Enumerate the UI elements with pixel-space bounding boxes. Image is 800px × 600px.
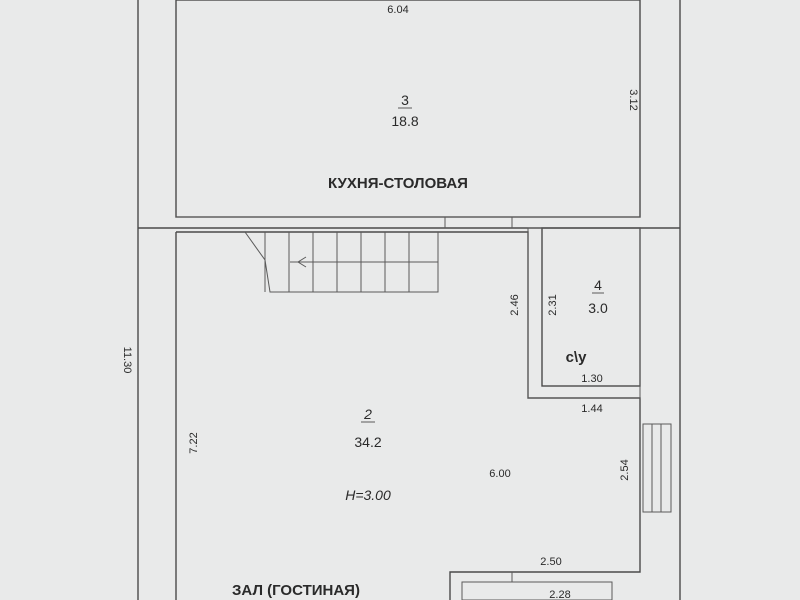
dim-bottom-228: 2.28 (549, 589, 570, 600)
stair-arrow-head (297, 256, 307, 268)
bath-number: 4 (594, 277, 602, 293)
dim-hall-left: 7.22 (188, 432, 200, 453)
bath-room-inner (527, 227, 641, 399)
bath-label: с\у (566, 349, 588, 366)
bath-area: 3.0 (588, 300, 608, 316)
outer-wall (137, 0, 681, 600)
kitchen-area: 18.8 (391, 113, 418, 129)
dim-kitchen-right: 3.12 (627, 89, 639, 110)
staircase (244, 231, 439, 293)
hall-height: H=3.00 (345, 487, 391, 503)
dim-bath-outer: 2.46 (509, 294, 521, 315)
hall-room (175, 231, 641, 600)
dim-total-left: 11.30 (121, 347, 133, 374)
dim-bath-bottom: 1.30 (581, 373, 602, 385)
dim-hall-inner: 6.00 (489, 468, 510, 480)
kitchen-label: КУХНЯ-СТОЛОВАЯ (328, 175, 468, 192)
dim-bottom-250: 2.50 (540, 556, 561, 568)
porch (461, 581, 613, 600)
hall-area: 34.2 (354, 434, 381, 450)
dim-kitchen-top: 6.04 (387, 4, 408, 16)
dim-bath-inner: 2.31 (547, 294, 559, 315)
dim-right-254: 2.54 (619, 459, 631, 480)
kitchen-number: 3 (401, 92, 409, 108)
dim-wall-144: 1.44 (581, 403, 602, 415)
hall-number: 2 (363, 406, 372, 422)
hall-label: ЗАЛ (ГОСТИНАЯ) (232, 582, 360, 599)
entrance-steps (642, 423, 672, 513)
